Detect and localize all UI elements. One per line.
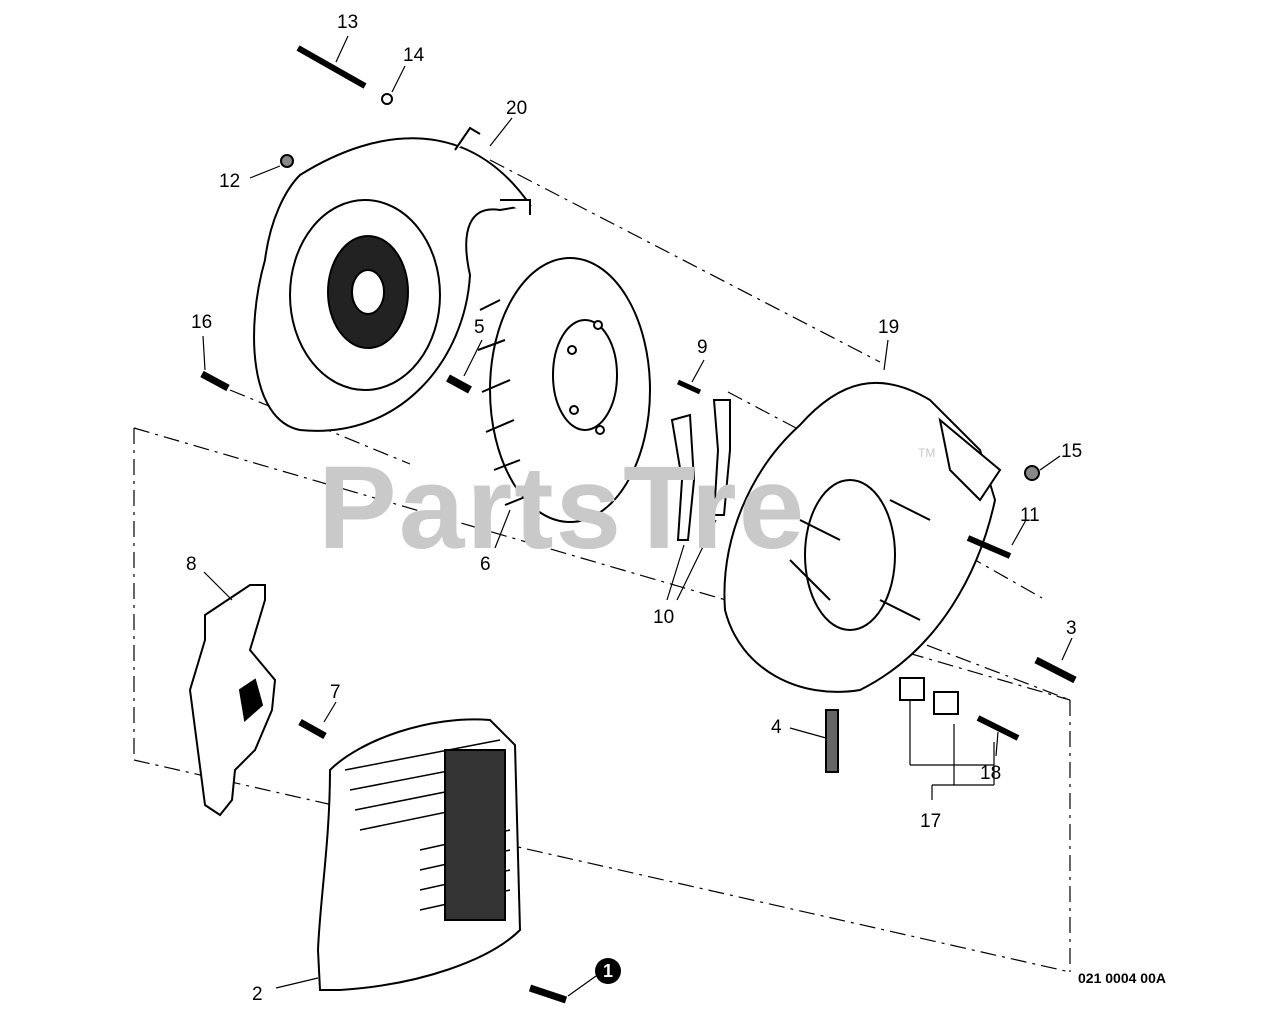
heat-shield-plate	[188, 584, 277, 817]
watermark: PartsTre	[318, 442, 807, 574]
screw-5	[446, 374, 472, 394]
bolt-13	[296, 45, 367, 89]
callout-12: 12	[219, 171, 241, 192]
bolt-11	[966, 535, 1012, 559]
fan-cover-rear	[253, 126, 532, 432]
callout-14: 14	[403, 45, 425, 66]
leader-lines	[202, 35, 1073, 997]
screw-16	[200, 370, 230, 392]
callout-8: 8	[186, 554, 197, 575]
washer-14	[381, 93, 393, 105]
callout-16: 16	[191, 312, 213, 333]
watermark-tm: TM	[918, 446, 936, 460]
callout-10: 10	[653, 607, 675, 628]
brackets	[670, 399, 731, 541]
fan-case	[723, 381, 1002, 693]
drawing-code: 021 0004 00A	[1078, 970, 1166, 986]
spring-4	[825, 709, 839, 773]
callout-5: 5	[474, 317, 485, 338]
bolt-3	[1034, 656, 1077, 684]
callout-2: 2	[252, 984, 263, 1005]
callout-17: 17	[920, 811, 942, 832]
clip-17	[899, 677, 959, 715]
callout-15: 15	[1061, 441, 1083, 462]
engine-cover	[316, 718, 522, 991]
callout-13: 13	[337, 12, 359, 33]
callout-7: 7	[330, 682, 341, 703]
nut-12	[280, 154, 294, 168]
screw-18	[976, 715, 1020, 741]
callout-4: 4	[771, 717, 782, 738]
nut-15	[1024, 465, 1040, 481]
screw-7	[298, 718, 327, 740]
callout-6: 6	[480, 554, 491, 575]
callout-11: 11	[1020, 505, 1040, 526]
callout-20: 20	[506, 98, 528, 119]
screw-1	[528, 984, 568, 1004]
screw-9	[676, 379, 702, 395]
callout-1-circled: 1	[595, 958, 621, 984]
callout-3: 3	[1066, 618, 1077, 639]
callout-18: 18	[980, 763, 1002, 784]
callout-19: 19	[878, 317, 900, 338]
impeller-fan	[477, 257, 651, 523]
callout-9: 9	[697, 337, 708, 358]
